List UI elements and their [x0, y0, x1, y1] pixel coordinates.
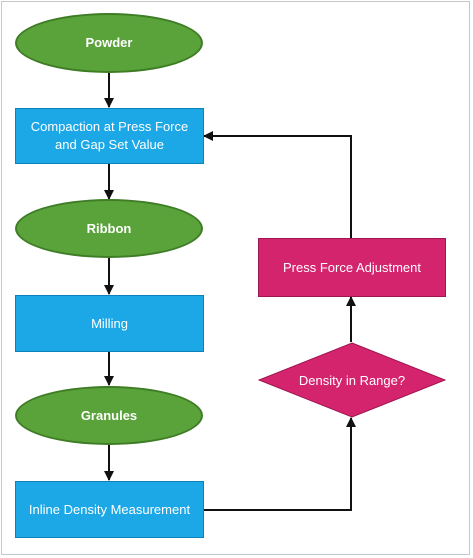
powder-node: Powder — [15, 13, 203, 73]
decision-diamond-shape — [258, 342, 446, 418]
inline-density-node: Inline Density Measurement — [15, 481, 204, 538]
arrow-press-force-to-compaction — [203, 131, 352, 238]
arrow-inline-density-to-density-check — [204, 417, 356, 511]
press-force-adjustment-node: Press Force Adjustment — [258, 238, 446, 297]
compaction-node: Compaction at Press Force and Gap Set Va… — [15, 108, 204, 164]
ribbon-node: Ribbon — [15, 199, 203, 258]
density-check-label: Density in Range? — [298, 372, 406, 388]
density-check-node: Density in Range? — [258, 342, 446, 418]
milling-node: Milling — [15, 295, 204, 352]
granules-node: Granules — [15, 386, 203, 445]
